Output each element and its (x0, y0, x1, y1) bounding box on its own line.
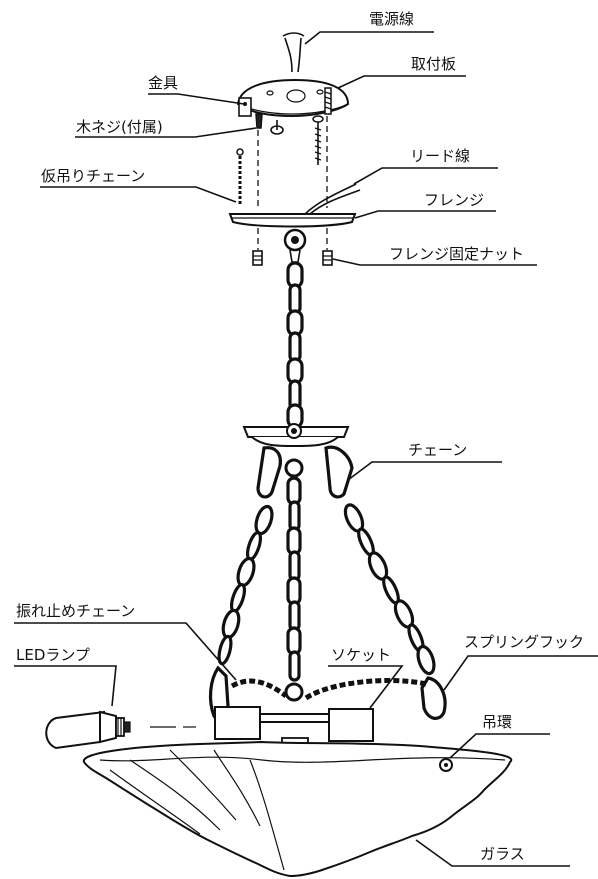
label-wood-screw: 木ネジ(付属) (76, 118, 163, 136)
label-power-cord: 電源線 (369, 10, 414, 28)
leader-lines (14, 31, 598, 867)
label-led-lamp: LEDランプ (16, 646, 90, 664)
sockets (214, 706, 374, 747)
main-chain-lower (284, 458, 304, 702)
flange (228, 213, 357, 228)
flange-nut-right (322, 250, 333, 266)
label-chain: チェーン (408, 441, 467, 459)
flange-hook (283, 228, 307, 263)
mount-plate (236, 78, 350, 118)
socket-left (214, 706, 261, 740)
label-bracket: 金具 (148, 74, 178, 92)
wood-screws (255, 113, 324, 165)
cross-plate (242, 423, 350, 447)
label-hanging-ring: 吊環 (482, 713, 512, 731)
power-cord (282, 32, 305, 73)
bracket (238, 97, 252, 117)
side-chain-right (324, 445, 447, 720)
glass-shade (82, 740, 513, 878)
temporary-chain (236, 148, 244, 206)
label-glass: ガラス (480, 845, 525, 863)
label-temp-chain: 仮吊りチェーン (41, 167, 145, 185)
label-flange-nut: フレンジ固定ナット (389, 245, 524, 263)
label-anti-sway-chain: 振れ止めチェーン (16, 602, 135, 620)
lead-wire (304, 183, 361, 215)
label-spring-hook: スプリングフック (464, 633, 584, 651)
label-lead-wire: リード線 (410, 147, 470, 165)
side-chain-left (208, 446, 282, 722)
led-lamp (45, 710, 196, 750)
label-mount-plate: 取付板 (411, 55, 456, 73)
anti-sway-chain (230, 678, 427, 701)
socket-right (328, 708, 374, 742)
labels: 電源線 取付板 金具 木ネジ(付属) リード線 仮吊りチェーン フレンジ フレン… (16, 10, 584, 863)
flange-nut-left (252, 250, 263, 266)
main-chain-upper (286, 261, 304, 429)
label-socket: ソケット (331, 646, 391, 664)
label-flange: フレンジ (424, 191, 484, 209)
